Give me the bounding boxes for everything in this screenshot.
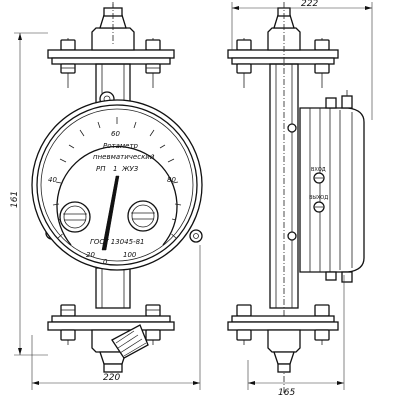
side-label-input: ВХОД [311,167,326,173]
front-view: 60 40 80 20 0 100 Ротаметр пневматически… [10,2,203,390]
dimension-width-front: 220 [31,245,201,390]
dial-standard: ГОСТ 13045-81 [90,238,145,246]
scale-label-100: 100 [123,251,137,259]
top-flange-front [47,2,175,88]
dial-model-num: 1 [113,165,117,173]
dimension-width-bottom-side: 165 [247,275,345,398]
bottom-flange-front [47,304,175,373]
dial-title-line2: пневматический [93,153,155,161]
top-flange-side [227,7,339,88]
scale-label-80: 80 [167,176,176,184]
dimension-width-bottom-side-label: 165 [278,388,295,398]
side-view: ВХОД ВЫХОД 222 [227,0,373,398]
gauge-dial: 60 40 80 20 0 100 Ротаметр пневматически… [31,99,203,271]
dial-pointer [101,175,120,251]
gauge-housing-side: ВХОД ВЫХОД [287,90,365,283]
dimension-width-top-side: 222 [231,0,373,120]
dial-model: РП [96,165,106,173]
right-small-gauge [127,200,159,232]
scale-label-60: 60 [111,130,120,138]
dimension-height-label: 161 [10,191,20,208]
section-hatch [111,324,149,359]
left-small-gauge [59,201,91,233]
dimension-height: 161 [10,32,48,356]
side-label-output: ВЫХОД [309,195,328,201]
scale-label-0: 0 [103,258,108,266]
scale-label-20: 20 [86,251,95,259]
dimension-width-front-label: 220 [103,373,120,383]
scale-label-40: 40 [48,176,57,184]
dial-title-line1: Ротаметр [103,142,139,150]
scale-ticks [52,117,182,239]
bottom-flange-side [227,304,339,373]
dial-model-suffix: ЖУЗ [121,165,139,173]
dimension-width-top-side-label: 222 [301,0,318,9]
